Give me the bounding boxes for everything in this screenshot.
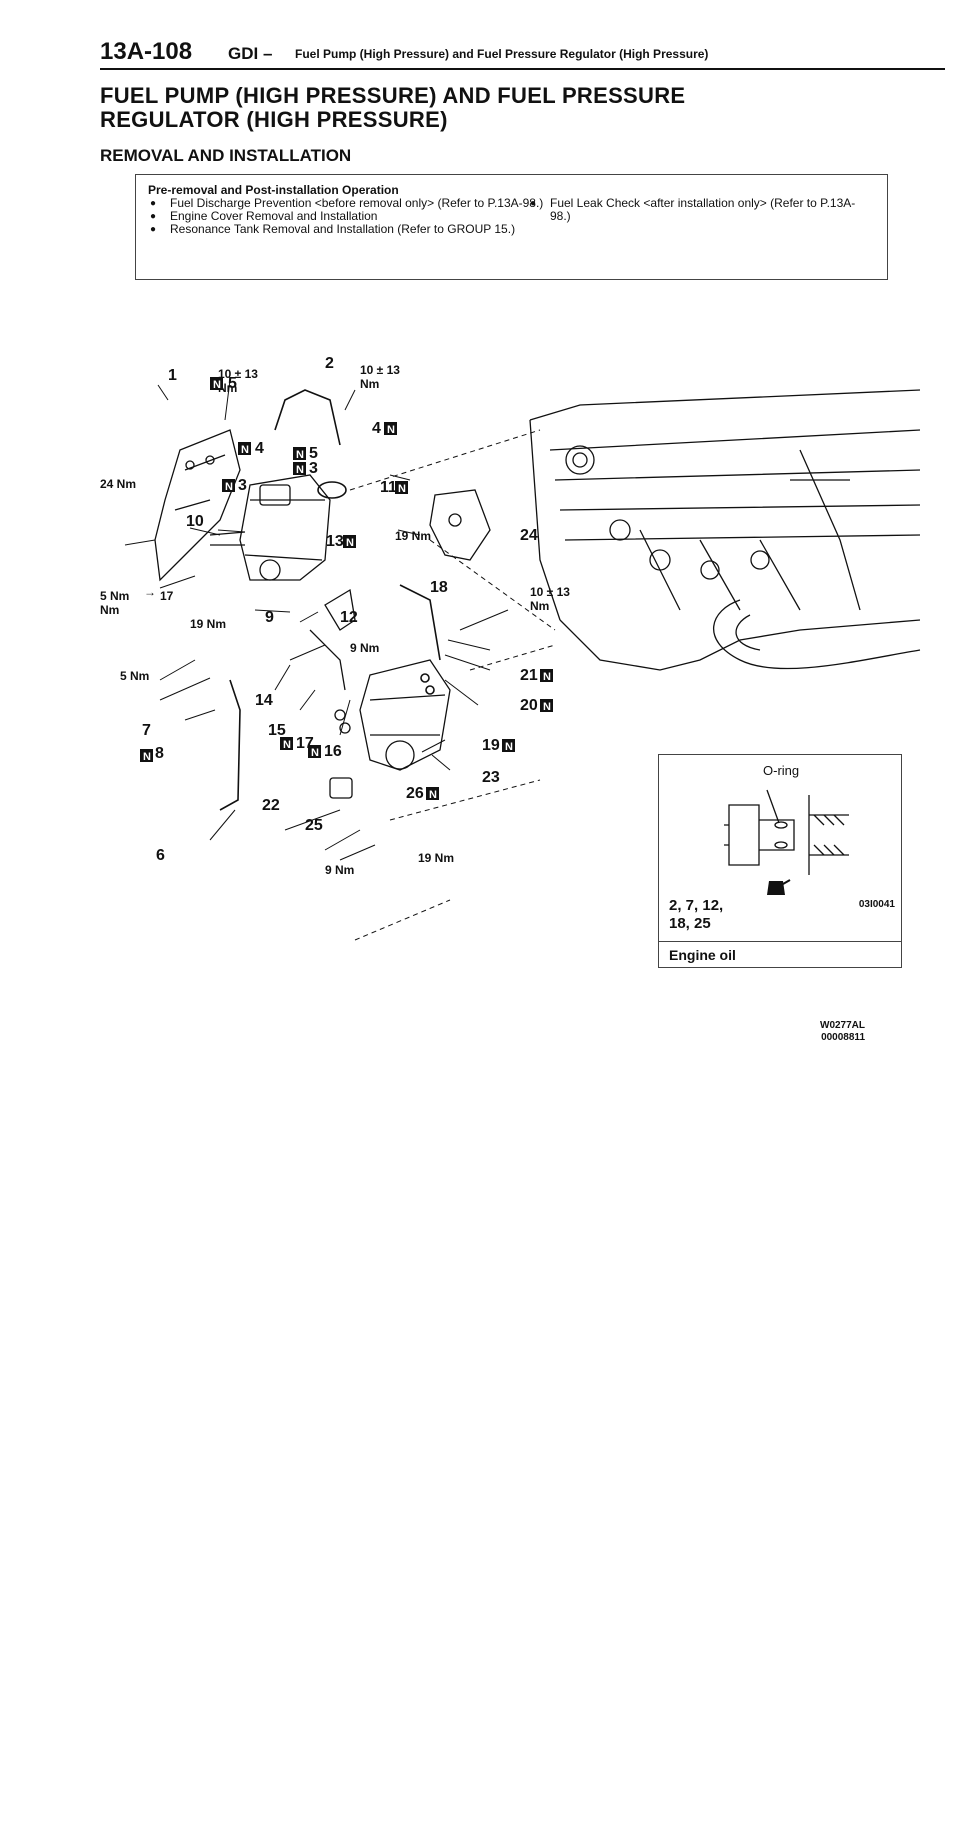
callout-7: 7 [142, 722, 151, 739]
callout-4: 4 [372, 420, 381, 437]
callout-23: 23 [482, 769, 500, 786]
page-header: 13A-108 GDI – Fuel Pump (High Pressure) … [100, 38, 945, 66]
page-number: 13A-108 [100, 38, 193, 65]
callout-5: 5 [309, 445, 318, 462]
callout-2: 2 [325, 355, 334, 372]
torque-label: 10 ± 13 [360, 363, 400, 377]
callout-4: 4 [255, 440, 264, 457]
callout-3: 3 [309, 460, 318, 477]
callout-9: 9 [265, 609, 274, 626]
section-name: GDI – [228, 44, 273, 63]
oil-can-icon [767, 879, 791, 895]
leader-lines [124, 379, 509, 861]
callout-26: 26 [406, 785, 424, 802]
engine-head [529, 389, 921, 671]
torque-label: 24 Nm [100, 477, 136, 491]
callout-13: 13 [326, 533, 344, 550]
torque-label: 5 Nm [100, 589, 129, 603]
figure-code: W0277AL [820, 1020, 866, 1031]
operation-item: Fuel Discharge Prevention <before remova… [148, 197, 548, 211]
guide-lines [349, 429, 556, 941]
title-line-1: FUEL PUMP (HIGH PRESSURE) AND FUEL PRESS… [100, 83, 686, 108]
inset-figure-code: 03I0041 [858, 899, 895, 910]
page-title: FUEL PUMP (HIGH PRESSURE) AND FUEL PRESS… [100, 84, 920, 132]
torque-label: Nm [100, 603, 119, 617]
callout-6: 6 [156, 847, 165, 864]
torque-label: Nm [530, 599, 549, 613]
callout-8: 8 [155, 745, 164, 762]
torque-label: 19 Nm [418, 851, 454, 865]
operation-heading: Pre-removal and Post-installation Operat… [148, 183, 399, 197]
operation-list-right: Fuel Leak Check <after installation only… [528, 197, 873, 223]
torque-label: 19 Nm [190, 617, 226, 631]
figure-code: 00008811 [821, 1032, 866, 1043]
callout-5: 5 [228, 375, 237, 392]
callout-18: 18 [430, 579, 448, 596]
high-pressure-pump [209, 474, 331, 581]
torque-arrow: → [144, 585, 156, 599]
callout-25: 25 [305, 817, 323, 834]
pump-cover [154, 429, 241, 582]
lubricant-name: Engine oil [669, 947, 736, 963]
section-subtitle: REMOVAL AND INSTALLATION [100, 146, 352, 165]
lubricated-parts: 2, 7, 12, 18, 25 [669, 897, 724, 932]
callout-24: 24 [520, 527, 538, 544]
torque-label: 5 Nm [120, 669, 149, 683]
callout-22: 22 [262, 797, 280, 814]
torque-label: Nm [360, 377, 379, 391]
fuel-pipes [219, 389, 441, 811]
operation-item: Fuel Leak Check <after installation only… [528, 197, 873, 223]
exploded-diagram: N [100, 355, 921, 941]
lubrication-inset: O-ring 2, 7, 12, 18, 25 03I0041 Engine o… [658, 754, 902, 968]
title-line-2: REGULATOR (HIGH PRESSURE) [100, 107, 448, 132]
torque-label: 10 ± 13 [530, 585, 570, 599]
bracket [324, 489, 491, 631]
inset-divider [659, 941, 901, 942]
callout-10: 10 [186, 513, 204, 530]
callout-20: 20 [520, 697, 538, 714]
torque-label: 9 Nm [350, 641, 379, 655]
figure-codes: W0277AL 00008811 [820, 1020, 865, 1044]
torque-label: 10 ± 13 [218, 367, 258, 381]
operation-list-left: Fuel Discharge Prevention <before remova… [148, 197, 548, 237]
operation-item: Resonance Tank Removal and Installation … [148, 223, 548, 237]
oring-label: O-ring [763, 763, 800, 778]
callout-21: 21 [520, 667, 538, 684]
operation-item: Engine Cover Removal and Installation [148, 210, 548, 224]
callout-1: 1 [168, 367, 177, 384]
torque-label: 9 Nm [325, 863, 354, 877]
operation-box: Pre-removal and Post-installation Operat… [135, 174, 888, 280]
callout-11: 11 [380, 479, 397, 496]
callout-16: 16 [324, 743, 342, 760]
callout-15: 15 [268, 722, 286, 739]
callout-12: 12 [340, 609, 358, 626]
torque-label: 17 [160, 589, 174, 603]
callout-3: 3 [238, 477, 247, 494]
header-divider [100, 68, 945, 70]
header-subtitle: Fuel Pump (High Pressure) and Fuel Press… [295, 47, 709, 61]
torque-label: 19 Nm [395, 529, 431, 543]
regulator-assembly [309, 629, 451, 799]
callout-19: 19 [482, 737, 500, 754]
callout-14: 14 [255, 692, 273, 709]
oring-detail-drawing [724, 789, 849, 875]
